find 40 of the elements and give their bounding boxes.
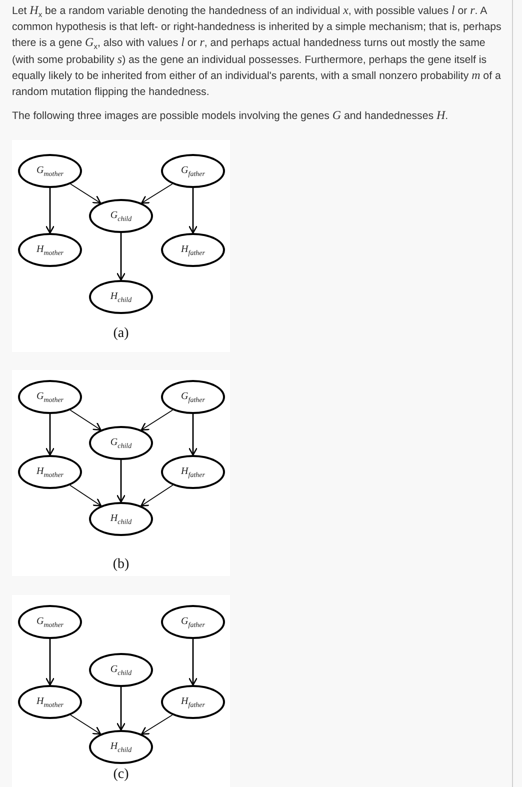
arrow — [188, 188, 198, 234]
node-label: G$_{father}$ — [181, 164, 205, 178]
node-label: G$_{father}$ — [181, 616, 205, 628]
arrow — [70, 410, 102, 430]
node-label: H$_{father}$ — [181, 696, 205, 708]
node-label: H$_{father}$ — [181, 466, 205, 478]
arrow — [45, 188, 55, 234]
arrow — [116, 460, 126, 503]
node-label: G$_{mother}$ — [36, 390, 64, 404]
arrow — [140, 484, 174, 506]
node-label: G$_{mother}$ — [36, 164, 64, 178]
subfigure-caption: (c) — [113, 767, 129, 783]
arrow — [141, 184, 173, 204]
arrow — [45, 414, 55, 456]
arrow — [140, 410, 173, 431]
arrow — [116, 233, 126, 281]
intro-paragraph: Let H$_{x}$ be a random variable denoting the handedness of an individual x, with possible values l or r. A common hypothesis is that left- or right-handedness is inherited by a simple mechanism; that is, perhaps there is a gene G$_{x}$, also with values l or r, and perhaps actual handedness turns out mostly the same (with some probability s) as the gene an individual possesses. Furthermore, perhaps the gene itself is equally likely to be inherited from either of an individual's parents, with a small nonzero probability m of a random mutation flipping the handedness. — [12, 3, 502, 100]
arrow — [188, 639, 198, 686]
node-label: G$_{mother}$ — [36, 616, 64, 628]
subfigure-caption: (b) — [112, 557, 130, 573]
arrow — [188, 414, 198, 456]
node-label: G$_{child}$ — [110, 436, 132, 450]
node-label: H$_{mother}$ — [36, 696, 64, 708]
intro-sentence: The following three images are possible models involving the genes G and handednesses H. — [12, 108, 450, 124]
node-label: H$_{child}$ — [110, 290, 132, 304]
node-label: G$_{child}$ — [110, 210, 132, 222]
node-label: H$_{child}$ — [110, 740, 132, 754]
node-label: H$_{child}$ — [110, 512, 132, 526]
arrow — [70, 714, 102, 735]
node-label: H$_{father}$ — [181, 244, 205, 256]
arrow — [141, 714, 173, 735]
node-label: G$_{father}$ — [181, 390, 205, 404]
node-label: G$_{child}$ — [110, 664, 132, 676]
arrow — [70, 184, 102, 204]
arrow — [70, 484, 102, 506]
arrow — [116, 687, 126, 731]
node-label: H$_{mother}$ — [36, 466, 64, 478]
subfigure-caption: (a) — [113, 326, 129, 342]
node-label: H$_{mother}$ — [36, 244, 64, 256]
arrow — [45, 639, 55, 686]
